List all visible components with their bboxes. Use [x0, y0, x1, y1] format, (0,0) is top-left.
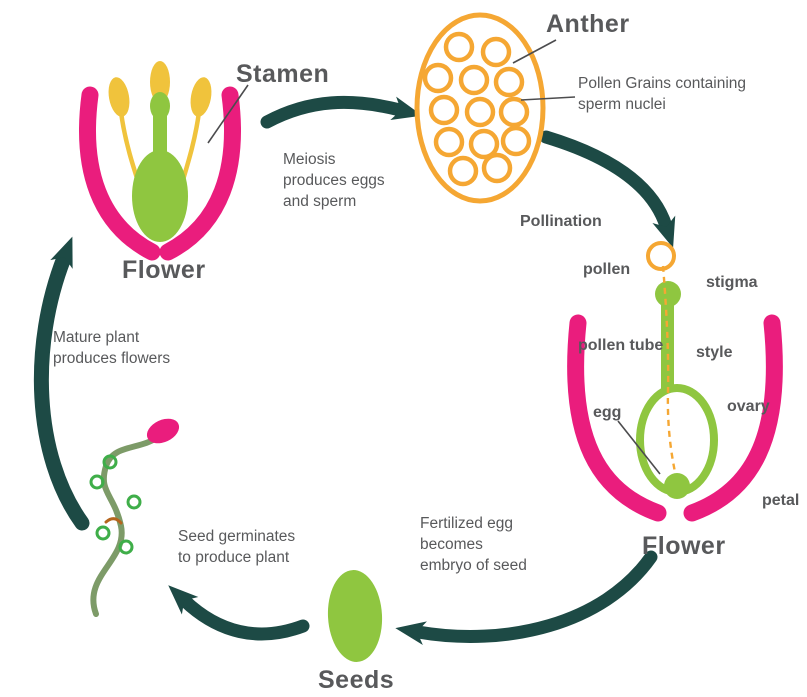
- seedling-illustration: [89, 418, 180, 617]
- note-meiosis: Meiosis produces eggs and sperm: [283, 151, 385, 210]
- seedling-stem: [90, 434, 161, 617]
- seedling-flower-bud: [146, 418, 180, 444]
- label-egg: egg: [593, 404, 622, 421]
- label-ovary: ovary: [727, 398, 770, 415]
- label-style: style: [696, 344, 733, 361]
- pollen-grain: [458, 64, 490, 96]
- pollen-grain: [468, 128, 500, 160]
- label-pollen-tube: pollen tube: [578, 337, 664, 354]
- pollen-grain: [422, 62, 454, 94]
- label-stigma: stigma: [706, 274, 758, 291]
- egg-circle: [664, 473, 690, 499]
- pollen-tube-path: [661, 265, 678, 478]
- label-pollen: pollen: [583, 261, 631, 278]
- arrow-flower-to-seeds: [395, 550, 658, 646]
- seed-husk: [104, 517, 123, 525]
- note-seed-germinates: Seed germinates to produce plant: [178, 528, 296, 566]
- pollen-grain-on-stigma: [646, 241, 676, 271]
- note-mature-plant: Mature plant produces flowers: [53, 329, 171, 367]
- flower-petal-right: [159, 86, 241, 261]
- flower-petal-right: [683, 314, 783, 522]
- stamen-anther: [108, 77, 130, 117]
- pollen-grain: [498, 96, 530, 128]
- arrow-seedling-to-flower: [33, 236, 90, 531]
- leaf-bud: [89, 474, 105, 490]
- arrow-flower-to-anther: [260, 95, 423, 129]
- label-anther: Anther: [546, 10, 630, 38]
- leaf-bud: [118, 539, 134, 555]
- pollen-grain: [428, 94, 460, 126]
- pollen-grain: [464, 96, 496, 128]
- leaf-bud: [95, 525, 111, 541]
- pollen-grain: [433, 126, 465, 158]
- flower-cross-section-illustration: [567, 241, 783, 522]
- flower-illustration: [79, 61, 249, 261]
- pollen-grain: [443, 31, 475, 63]
- pollen-grain: [481, 152, 513, 184]
- anther-pointer-line: [512, 39, 557, 64]
- flower-petal-left: [79, 86, 161, 261]
- leaf-bud: [102, 454, 118, 470]
- pollen-grain: [500, 125, 532, 157]
- label-pollination: Pollination: [520, 213, 602, 230]
- note-pollen-grains: Pollen Grains containing sperm nuclei: [578, 75, 747, 113]
- label-flower-top: Flower: [122, 256, 206, 284]
- stamen-anther: [190, 77, 212, 117]
- pistil-stigma: [150, 92, 170, 120]
- pollen-grain: [480, 36, 512, 68]
- stamen-pointer-line: [207, 84, 249, 144]
- pistil-ovary: [132, 150, 188, 242]
- pollen-grains-pointer-line: [520, 96, 576, 101]
- label-flower-right: Flower: [642, 532, 726, 560]
- arrow-seeds-to-seedling: [168, 585, 310, 641]
- arrow-anther-to-flower: [539, 130, 676, 248]
- note-fertilized-egg: Fertilized egg becomes embryo of seed: [420, 515, 527, 574]
- stamen-anther: [150, 61, 170, 103]
- anther-illustration: [414, 12, 576, 204]
- stigma-circle: [655, 281, 681, 307]
- pollen-grain: [493, 66, 525, 98]
- label-petal: petal: [762, 492, 800, 509]
- seed-illustration: [327, 570, 383, 662]
- label-seeds: Seeds: [318, 666, 395, 694]
- label-stamen: Stamen: [236, 60, 330, 88]
- leaf-bud: [126, 494, 142, 510]
- flower-petal-left: [567, 314, 667, 522]
- egg-pointer-line: [617, 420, 661, 475]
- pollen-grain: [447, 155, 479, 187]
